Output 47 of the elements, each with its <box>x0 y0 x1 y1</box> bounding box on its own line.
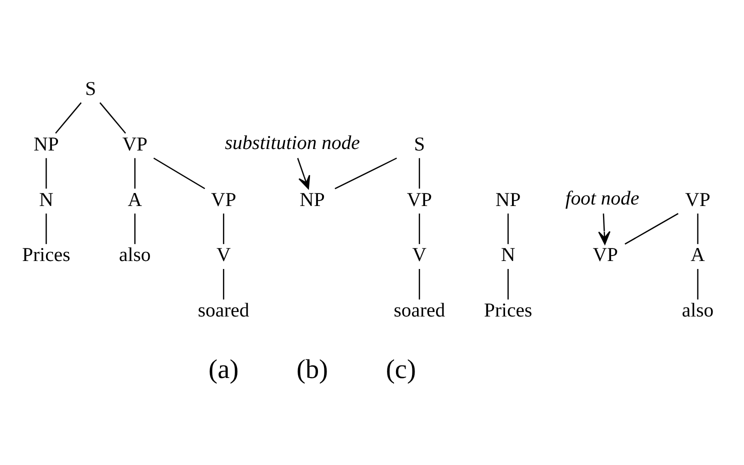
node-text: N <box>39 188 54 211</box>
node-text: NP <box>300 188 325 211</box>
connector <box>418 214 420 244</box>
connector <box>55 102 82 134</box>
connector <box>697 214 698 244</box>
node-text: VP <box>122 133 148 156</box>
node-text: S <box>414 133 425 156</box>
node-text: substitution node <box>224 132 360 154</box>
connector <box>153 158 206 190</box>
connector <box>134 158 136 189</box>
node-text: N <box>500 244 516 266</box>
connector <box>100 102 126 134</box>
label: (a) <box>208 354 239 384</box>
connector <box>334 158 397 190</box>
connector <box>697 268 698 300</box>
label: (c) <box>386 354 416 384</box>
node-text: soared <box>198 300 250 322</box>
node-text: A <box>128 188 142 211</box>
arrow <box>297 158 310 190</box>
arrow <box>598 214 610 245</box>
node-text: V <box>216 244 231 266</box>
connector <box>46 214 47 244</box>
node-text: VP <box>406 188 432 211</box>
node-text: VP <box>685 188 710 211</box>
node-text: S <box>85 78 96 100</box>
connector <box>507 268 509 300</box>
node-text: VP <box>211 188 236 211</box>
connector <box>418 268 420 300</box>
connector <box>418 158 420 189</box>
node-text: VP <box>592 244 618 266</box>
connector <box>134 214 136 244</box>
node-text: also <box>119 244 151 266</box>
node-text: Prices <box>22 244 70 266</box>
node-text: V <box>412 244 427 266</box>
node-text: NP <box>34 133 59 156</box>
node-text: NP <box>496 188 521 211</box>
connector <box>624 213 678 245</box>
node-text: foot node <box>565 188 640 210</box>
connector <box>507 214 509 244</box>
node-text: also <box>682 300 714 322</box>
node-text: Prices <box>484 300 532 322</box>
connector <box>46 158 47 189</box>
connector <box>222 214 224 244</box>
connector <box>222 268 224 300</box>
node-text: A <box>690 244 705 266</box>
node-text: soared <box>394 300 446 322</box>
label: (b) <box>296 354 328 384</box>
